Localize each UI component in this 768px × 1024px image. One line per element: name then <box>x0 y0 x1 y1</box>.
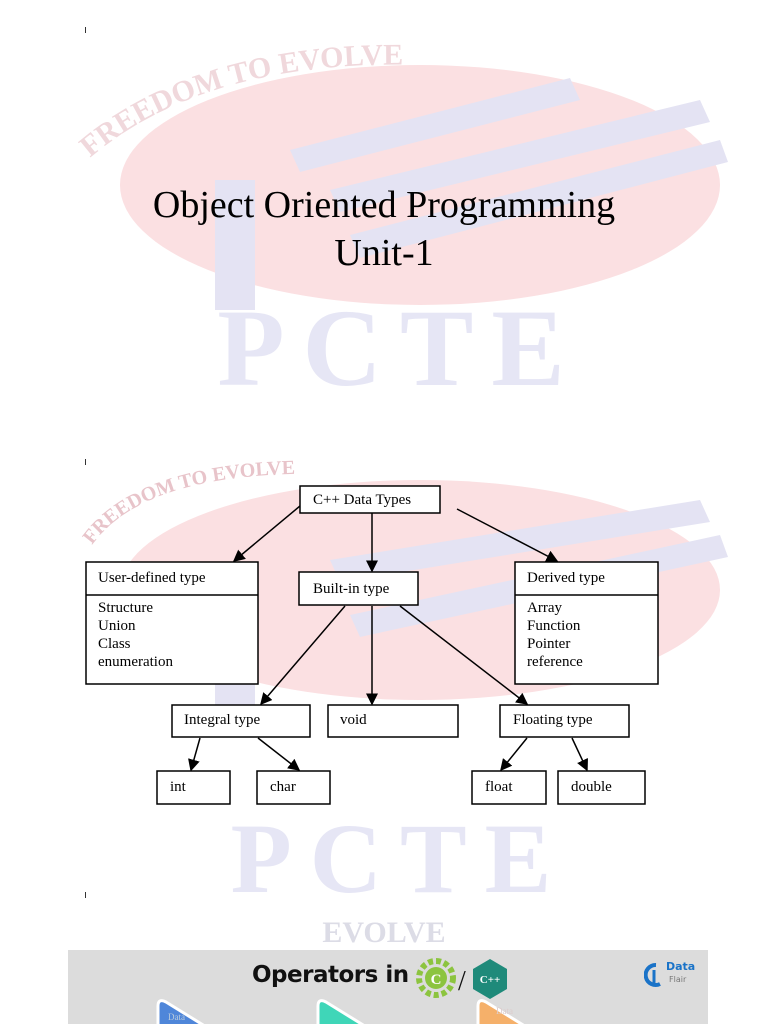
watermark-name: PCTE <box>217 287 582 409</box>
slide-title: Object Oriented Programming <box>152 184 616 226</box>
c-logo-icon: C <box>416 958 456 998</box>
node-floating <box>499 704 630 738</box>
watermark-name: PCTE <box>231 803 570 914</box>
pcte-watermark-logo: FREEDOM TO EVOLVE PCTE <box>74 38 728 409</box>
diagram-label: Pointer <box>527 636 570 652</box>
dataflair-logo: Data Flair <box>644 960 704 992</box>
card-relational <box>316 999 365 1024</box>
node-integral <box>171 704 311 738</box>
node-char <box>256 770 331 805</box>
diagram-label: Class <box>98 636 131 652</box>
arrows <box>188 505 588 772</box>
pcte-watermark-logo: EVOLVE <box>322 916 445 949</box>
node-double <box>557 770 646 805</box>
data-types-diagram: FREEDOM TO EVOLVE PCTE C++ Data Types Us… <box>79 457 728 914</box>
dataflair-brand-top: Data <box>666 960 696 973</box>
diagram-label: float <box>485 779 513 795</box>
node-root <box>299 485 441 514</box>
diagram-label: / <box>458 966 466 997</box>
page-marker <box>85 892 86 898</box>
card-arithmetic <box>156 999 205 1024</box>
operators-banner: Operators in C / C++ Data Flair Data Dat… <box>68 950 708 1024</box>
dataflair-brand-bottom: Flair <box>669 975 687 984</box>
diagram-label: double <box>571 779 612 795</box>
node-float <box>471 770 547 805</box>
watermark-motto: EVOLVE <box>322 916 445 949</box>
diagram-label: char <box>270 779 296 795</box>
diagram-label: Built-in type <box>313 581 390 597</box>
c-cpp-logos: C / C++ <box>416 958 507 999</box>
node-int <box>156 770 231 805</box>
diagram-label: Structure <box>98 600 153 616</box>
cpp-logo-icon: C++ <box>473 959 507 999</box>
node-built-in <box>298 571 419 606</box>
diagram-label: reference <box>527 654 583 670</box>
diagram-label: C++ <box>480 974 500 986</box>
page-marker <box>85 27 86 33</box>
diagram-label: Data <box>168 1012 185 1022</box>
diagram-label: Floating type <box>513 712 593 728</box>
diagram-label: void <box>340 712 367 728</box>
dataflair-logo-icon <box>644 962 661 987</box>
node-user-defined <box>85 561 259 685</box>
diagram-label: int <box>170 779 187 795</box>
diagram-label: C++ Data Types <box>313 492 411 508</box>
diagram-label: Derived type <box>527 570 605 586</box>
diagram-label: Function <box>527 618 581 634</box>
diagram-label: C <box>431 972 442 988</box>
card-logical <box>476 999 525 1024</box>
node-void <box>327 704 459 738</box>
diagram-label: Array <box>527 600 562 616</box>
diagram-label: User-defined type <box>98 570 206 586</box>
diagram-label: enumeration <box>98 654 173 670</box>
diagram-label: Union <box>98 618 136 634</box>
node-derived <box>514 561 659 685</box>
diagram-label: Data <box>496 1006 513 1016</box>
slide-subtitle: Unit-1 <box>334 232 434 274</box>
diagram-label: Integral type <box>184 712 261 728</box>
banner-title: Operators in <box>252 962 409 988</box>
operator-category-cards: Data Data <box>156 999 525 1024</box>
page-marker <box>85 459 86 465</box>
